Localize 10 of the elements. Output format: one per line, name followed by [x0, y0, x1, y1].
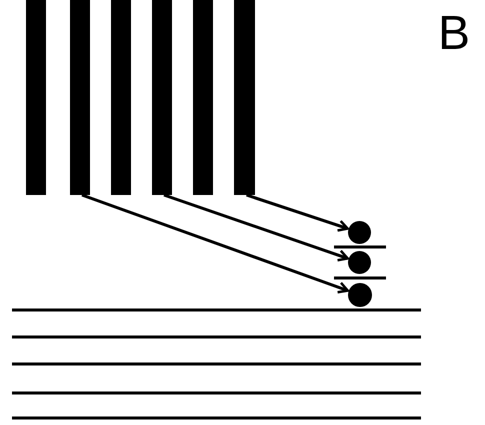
vertical-bar [234, 0, 255, 195]
arrow [164, 194, 349, 262]
vertical-bar [111, 0, 131, 195]
vertical-bar [26, 0, 46, 195]
panel-label: B [438, 10, 470, 58]
vertical-bar [70, 0, 90, 195]
vertical-bar [152, 0, 172, 195]
arrow [246, 194, 349, 232]
vertical-bar [193, 0, 213, 195]
arrow [82, 194, 350, 294]
